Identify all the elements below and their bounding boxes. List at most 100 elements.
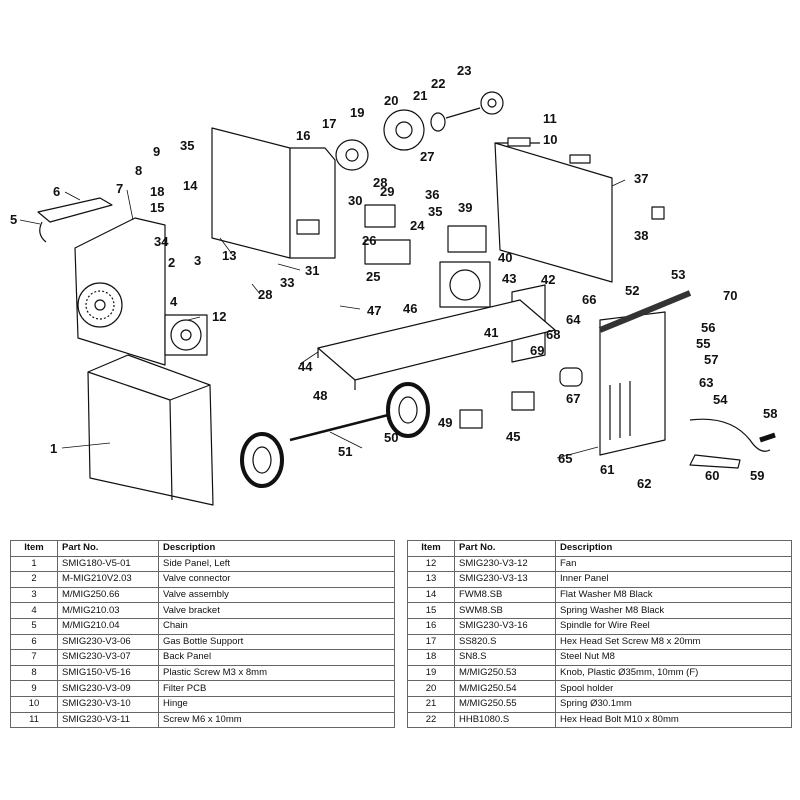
cell-item: 4 bbox=[10, 602, 58, 619]
callout-13: 13 bbox=[222, 248, 236, 263]
callout-22: 22 bbox=[431, 76, 445, 91]
callout-36: 36 bbox=[425, 187, 439, 202]
cell-part-no: SMIG230-V3-06 bbox=[57, 633, 159, 651]
callout-57: 57 bbox=[704, 352, 718, 367]
callout-11: 11 bbox=[543, 111, 557, 126]
cell-item: 16 bbox=[407, 617, 455, 635]
callout-45: 45 bbox=[506, 429, 520, 444]
callout-18: 18 bbox=[150, 184, 164, 199]
callout-70: 70 bbox=[723, 288, 737, 303]
front-panel-drawing bbox=[599, 311, 666, 456]
cell-item: 17 bbox=[407, 633, 455, 651]
side-panel-left-drawing bbox=[87, 354, 214, 506]
cell-item: 13 bbox=[407, 571, 455, 588]
header-part-no: Part No. bbox=[57, 540, 159, 557]
cell-description: Valve connector bbox=[158, 571, 395, 588]
callout-30: 30 bbox=[348, 193, 362, 208]
cell-part-no: M/MIG250.66 bbox=[57, 586, 159, 604]
callout-65: 65 bbox=[558, 451, 572, 466]
cell-part-no: SMIG230-V3-13 bbox=[454, 571, 556, 588]
callout-8: 8 bbox=[135, 163, 142, 178]
callout-40: 40 bbox=[498, 250, 512, 265]
callout-48: 48 bbox=[313, 388, 327, 403]
cell-description: Valve assembly bbox=[158, 586, 395, 604]
header-item: Item bbox=[10, 540, 58, 557]
callout-29: 29 bbox=[380, 184, 394, 199]
cell-part-no: SMIG230-V3-09 bbox=[57, 680, 159, 697]
cell-part-no: HHB1080.S bbox=[454, 711, 556, 729]
callout-12: 12 bbox=[212, 309, 226, 324]
cell-item: 15 bbox=[407, 602, 455, 619]
cell-description: Spool holder bbox=[555, 680, 792, 697]
callout-16: 16 bbox=[296, 128, 310, 143]
callout-31: 31 bbox=[305, 263, 319, 278]
cell-description: Knob, Plastic Ø35mm, 10mm (F) bbox=[555, 664, 792, 682]
cell-part-no: M/MIG210.04 bbox=[57, 617, 159, 635]
cell-description: Gas Bottle Support bbox=[158, 633, 395, 651]
cell-part-no: SS820.S bbox=[454, 633, 556, 651]
header-description: Description bbox=[158, 540, 395, 557]
callout-38: 38 bbox=[634, 228, 648, 243]
cell-description: Chain bbox=[158, 617, 395, 635]
back-panel-drawing bbox=[74, 217, 166, 366]
cell-item: 8 bbox=[10, 664, 58, 682]
header-description: Description bbox=[555, 540, 792, 557]
callout-3: 3 bbox=[194, 253, 201, 268]
callout-28b: 28 bbox=[258, 287, 272, 302]
callout-17: 17 bbox=[322, 116, 336, 131]
cell-description: Hinge bbox=[158, 695, 395, 713]
cell-item: 3 bbox=[10, 586, 58, 604]
cell-item: 12 bbox=[407, 555, 455, 573]
callout-63: 63 bbox=[699, 375, 713, 390]
cell-description: Fan bbox=[555, 555, 792, 573]
cell-part-no: M/MIG250.54 bbox=[454, 680, 556, 697]
callout-1: 1 bbox=[50, 441, 57, 456]
callout-26: 26 bbox=[362, 233, 376, 248]
callout-14: 14 bbox=[183, 178, 198, 193]
callout-44: 44 bbox=[298, 359, 313, 374]
callout-46: 46 bbox=[403, 301, 417, 316]
callout-41: 41 bbox=[484, 325, 498, 340]
cell-description: Hex Head Bolt M10 x 80mm bbox=[555, 711, 792, 729]
callout-68: 68 bbox=[546, 327, 560, 342]
base-tray-drawing bbox=[317, 299, 556, 390]
callout-7: 7 bbox=[116, 181, 123, 196]
callout-15: 15 bbox=[150, 200, 164, 215]
callout-23: 23 bbox=[457, 63, 471, 78]
cell-part-no: M/MIG250.53 bbox=[454, 664, 556, 682]
callout-19: 19 bbox=[350, 105, 364, 120]
table-header-row: Item Part No. Description bbox=[10, 540, 395, 557]
cell-description: Inner Panel bbox=[555, 571, 792, 588]
callout-47: 47 bbox=[367, 303, 381, 318]
cell-part-no: M/MIG210.03 bbox=[57, 602, 159, 619]
callout-55: 55 bbox=[696, 336, 710, 351]
callout-51: 51 bbox=[338, 444, 352, 459]
cell-description: Valve bracket bbox=[158, 602, 395, 619]
callout-54: 54 bbox=[713, 392, 728, 407]
callout-5: 5 bbox=[10, 212, 17, 227]
callout-61: 61 bbox=[600, 462, 614, 477]
cell-description: Spindle for Wire Reel bbox=[555, 617, 792, 635]
callout-52: 52 bbox=[625, 283, 639, 298]
cell-part-no: SMIG150-V5-16 bbox=[57, 664, 159, 682]
callout-27: 27 bbox=[420, 149, 434, 164]
wheels-drawing bbox=[240, 382, 430, 488]
